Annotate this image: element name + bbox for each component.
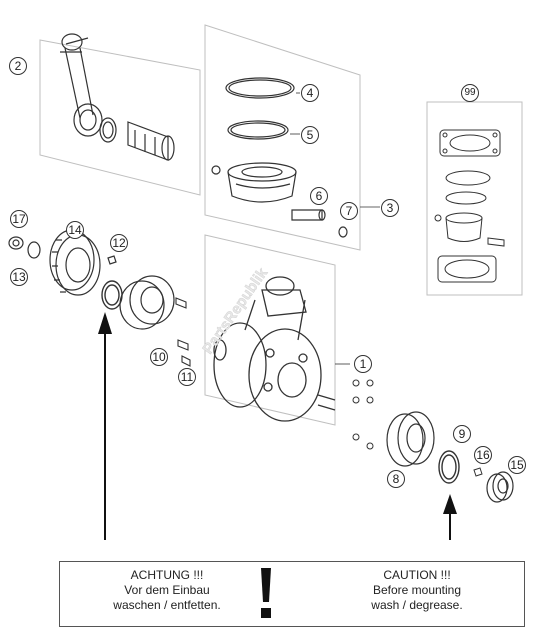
- callout-10: 10: [150, 348, 168, 366]
- needle-cage: [127, 121, 175, 161]
- main-bearing-right: [386, 411, 435, 467]
- left-arrow: [98, 312, 112, 540]
- callout-11: 11: [178, 368, 196, 386]
- rod-bearing: [99, 117, 117, 143]
- callout-1: 1: [354, 355, 372, 373]
- primary-gear: [49, 229, 101, 296]
- notice-english-line1: Before mounting: [372, 583, 462, 597]
- piston-pin-clip: [338, 226, 348, 238]
- notice-german: ACHTUNG !!! Vor dem Einbau waschen / ent…: [72, 568, 262, 613]
- dowel-pins: [175, 297, 191, 367]
- notice-german-line1: Vor dem Einbau: [124, 583, 210, 597]
- callout-5: 5: [301, 126, 319, 144]
- notice-german-heading: ACHTUNG !!!: [130, 568, 204, 582]
- leader-lines: [290, 92, 380, 365]
- callout-2: 2: [9, 57, 27, 75]
- oil-seal-left: [101, 280, 123, 310]
- piston-rings: [225, 77, 295, 140]
- piston: [211, 162, 297, 203]
- key-16: [473, 467, 483, 477]
- callout-6: 6: [310, 187, 328, 205]
- callout-17: 17: [10, 210, 28, 228]
- watermark-text: PartsRepublik: [199, 264, 271, 357]
- washer-17: [8, 236, 24, 250]
- callout-9: 9: [453, 425, 471, 443]
- key-12: [107, 255, 117, 265]
- washer-13: [27, 241, 41, 259]
- notice-english-heading: CAUTION !!!: [383, 568, 451, 582]
- notice-german-line2: waschen / entfetten.: [113, 598, 221, 612]
- exclamation-icon: [261, 568, 271, 618]
- connecting-rod: [60, 33, 103, 137]
- callout-13: 13: [10, 268, 28, 286]
- piston-pin: [291, 209, 326, 221]
- crankshaft-panel: [204, 234, 336, 426]
- callout-7: 7: [340, 202, 358, 220]
- callout-4: 4: [301, 84, 319, 102]
- callout-3: 3: [381, 199, 399, 217]
- callout-8: 8: [387, 470, 405, 488]
- crank-small-parts: [352, 379, 374, 450]
- timing-gear: [486, 471, 514, 503]
- gasket-kit-panel: [426, 101, 523, 296]
- callout-15: 15: [508, 456, 526, 474]
- callout-14: 14: [66, 221, 84, 239]
- oil-seal-right: [438, 450, 460, 484]
- callout-16: 16: [474, 446, 492, 464]
- callout-99: 99: [461, 84, 479, 102]
- notice-english: CAUTION !!! Before mounting wash / degre…: [322, 568, 512, 613]
- piston-panel: [204, 24, 361, 251]
- gasket-kit: [434, 129, 505, 283]
- callout-12: 12: [110, 234, 128, 252]
- crankshaft: [213, 276, 336, 422]
- right-arrow: [443, 494, 457, 540]
- main-bearing-left: [119, 275, 175, 330]
- caution-notice-box: ACHTUNG !!! Vor dem Einbau waschen / ent…: [59, 561, 525, 627]
- notice-english-line2: wash / degrease.: [371, 598, 463, 612]
- connecting-rod-panel: [39, 39, 201, 196]
